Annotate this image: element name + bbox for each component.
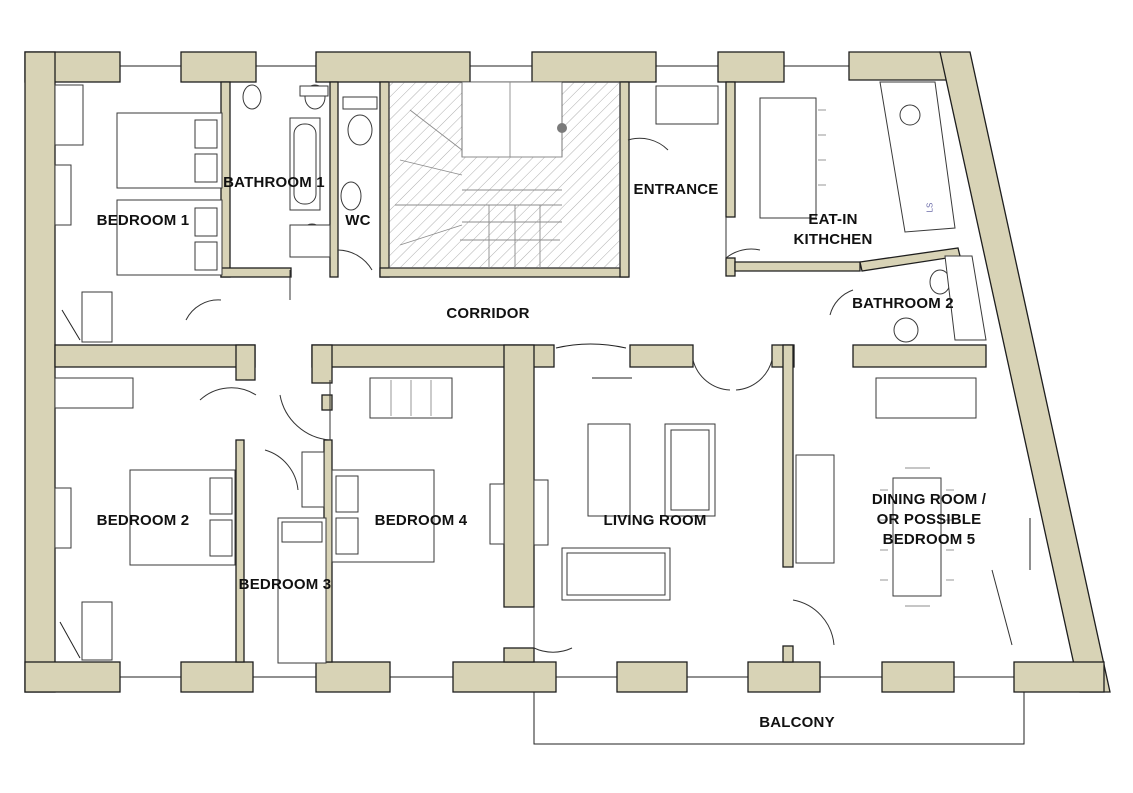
furniture <box>54 81 1031 664</box>
room-label-bathroom-1: BATHROOM 1 <box>223 174 325 191</box>
room-label-wc: WC <box>345 212 371 229</box>
room-label-corridor: CORRIDOR <box>446 305 530 322</box>
exterior-walls <box>24 51 1111 693</box>
windows <box>120 65 1014 678</box>
room-label-bedroom-2: BEDROOM 2 <box>96 512 190 529</box>
doors <box>185 137 1013 653</box>
room-label-eat-in-kitchen: EAT-IN KITHCHEN <box>793 211 873 248</box>
room-label-living-room: LIVING ROOM <box>603 512 707 529</box>
room-label-bedroom-4: BEDROOM 4 <box>374 512 468 529</box>
staircase <box>388 81 621 269</box>
room-label-bedroom-1: BEDROOM 1 <box>96 212 190 229</box>
room-label-balcony: BALCONY <box>759 714 835 731</box>
room-label-bedroom-3: BEDROOM 3 <box>238 576 332 593</box>
room-label-bathroom-2: BATHROOM 2 <box>852 295 954 312</box>
balcony-outline <box>533 692 1025 745</box>
room-label-dining-room: DINING ROOM / OR POSSIBLE BEDROOM 5 <box>871 491 987 548</box>
room-label-entrance: ENTRANCE <box>633 181 719 198</box>
kitchen-ls-marking: LS <box>925 202 935 213</box>
